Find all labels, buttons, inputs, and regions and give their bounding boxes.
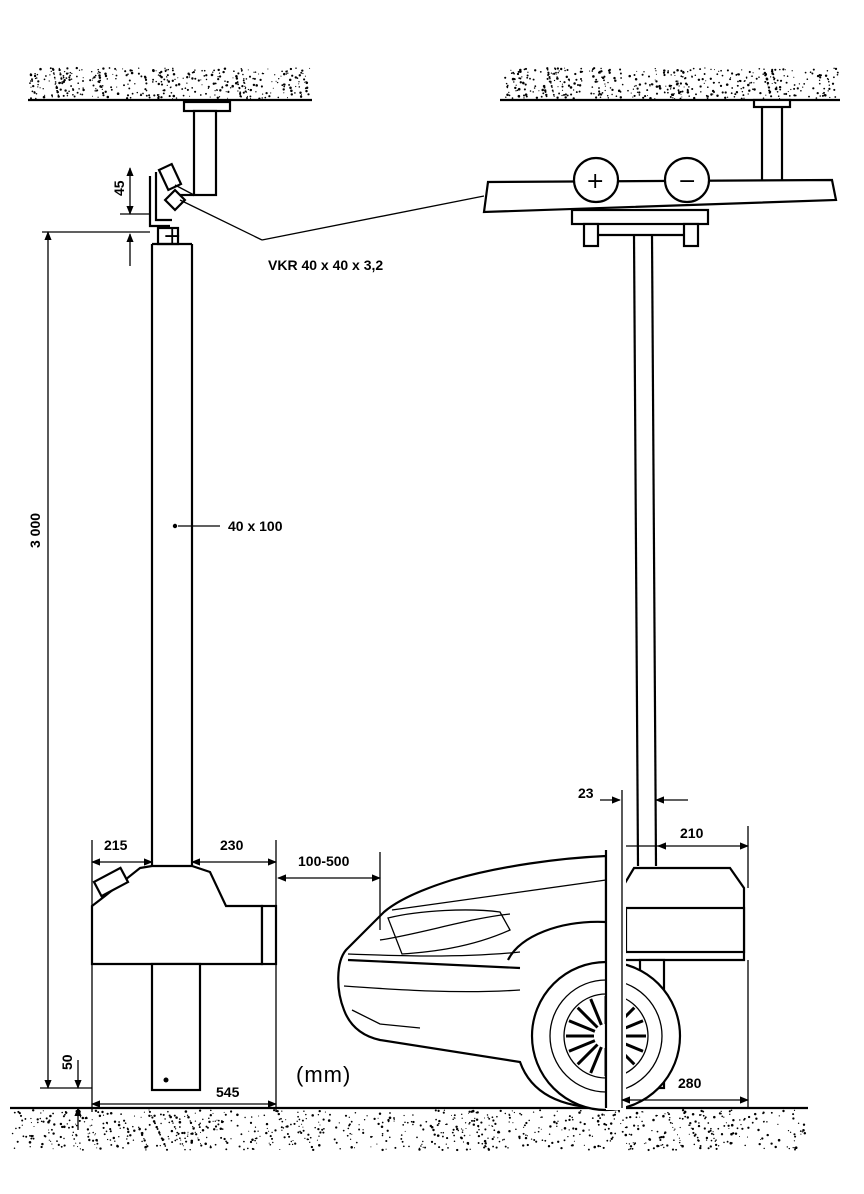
left-base-unit bbox=[90, 864, 278, 1092]
label-profile: VKR 40 x 40 x 3,2 bbox=[268, 257, 383, 273]
svg-text:+: + bbox=[163, 224, 181, 249]
label-units: (mm) bbox=[296, 1062, 351, 1087]
label-base-left: 215 bbox=[104, 837, 128, 853]
label-bottom-gap: 50 bbox=[59, 1054, 75, 1070]
label-top-gap: 45 bbox=[111, 180, 127, 196]
label-clearance: 100-500 bbox=[298, 853, 350, 869]
left-post bbox=[150, 242, 194, 866]
plus-symbol: + bbox=[586, 169, 604, 194]
minus-symbol: − bbox=[678, 169, 696, 194]
ceiling-right bbox=[500, 67, 840, 102]
label-right-base-width: 280 bbox=[678, 1075, 702, 1091]
car bbox=[337, 840, 682, 1112]
floor bbox=[10, 1106, 808, 1152]
label-base-right: 230 bbox=[220, 837, 244, 853]
label-post-section: 40 x 100 bbox=[228, 518, 283, 534]
left-ceiling-mount: + bbox=[148, 100, 232, 249]
right-post bbox=[616, 234, 662, 867]
ceiling-left bbox=[28, 66, 312, 102]
label-right-top-width: 210 bbox=[680, 825, 704, 841]
right-ceiling-rail: + − bbox=[482, 98, 838, 248]
label-right-offset: 23 bbox=[578, 785, 594, 801]
label-height: 3 000 bbox=[27, 513, 43, 548]
label-base-width: 545 bbox=[216, 1084, 240, 1100]
vkr-leader bbox=[179, 195, 485, 241]
dimension-lines bbox=[40, 167, 749, 1130]
